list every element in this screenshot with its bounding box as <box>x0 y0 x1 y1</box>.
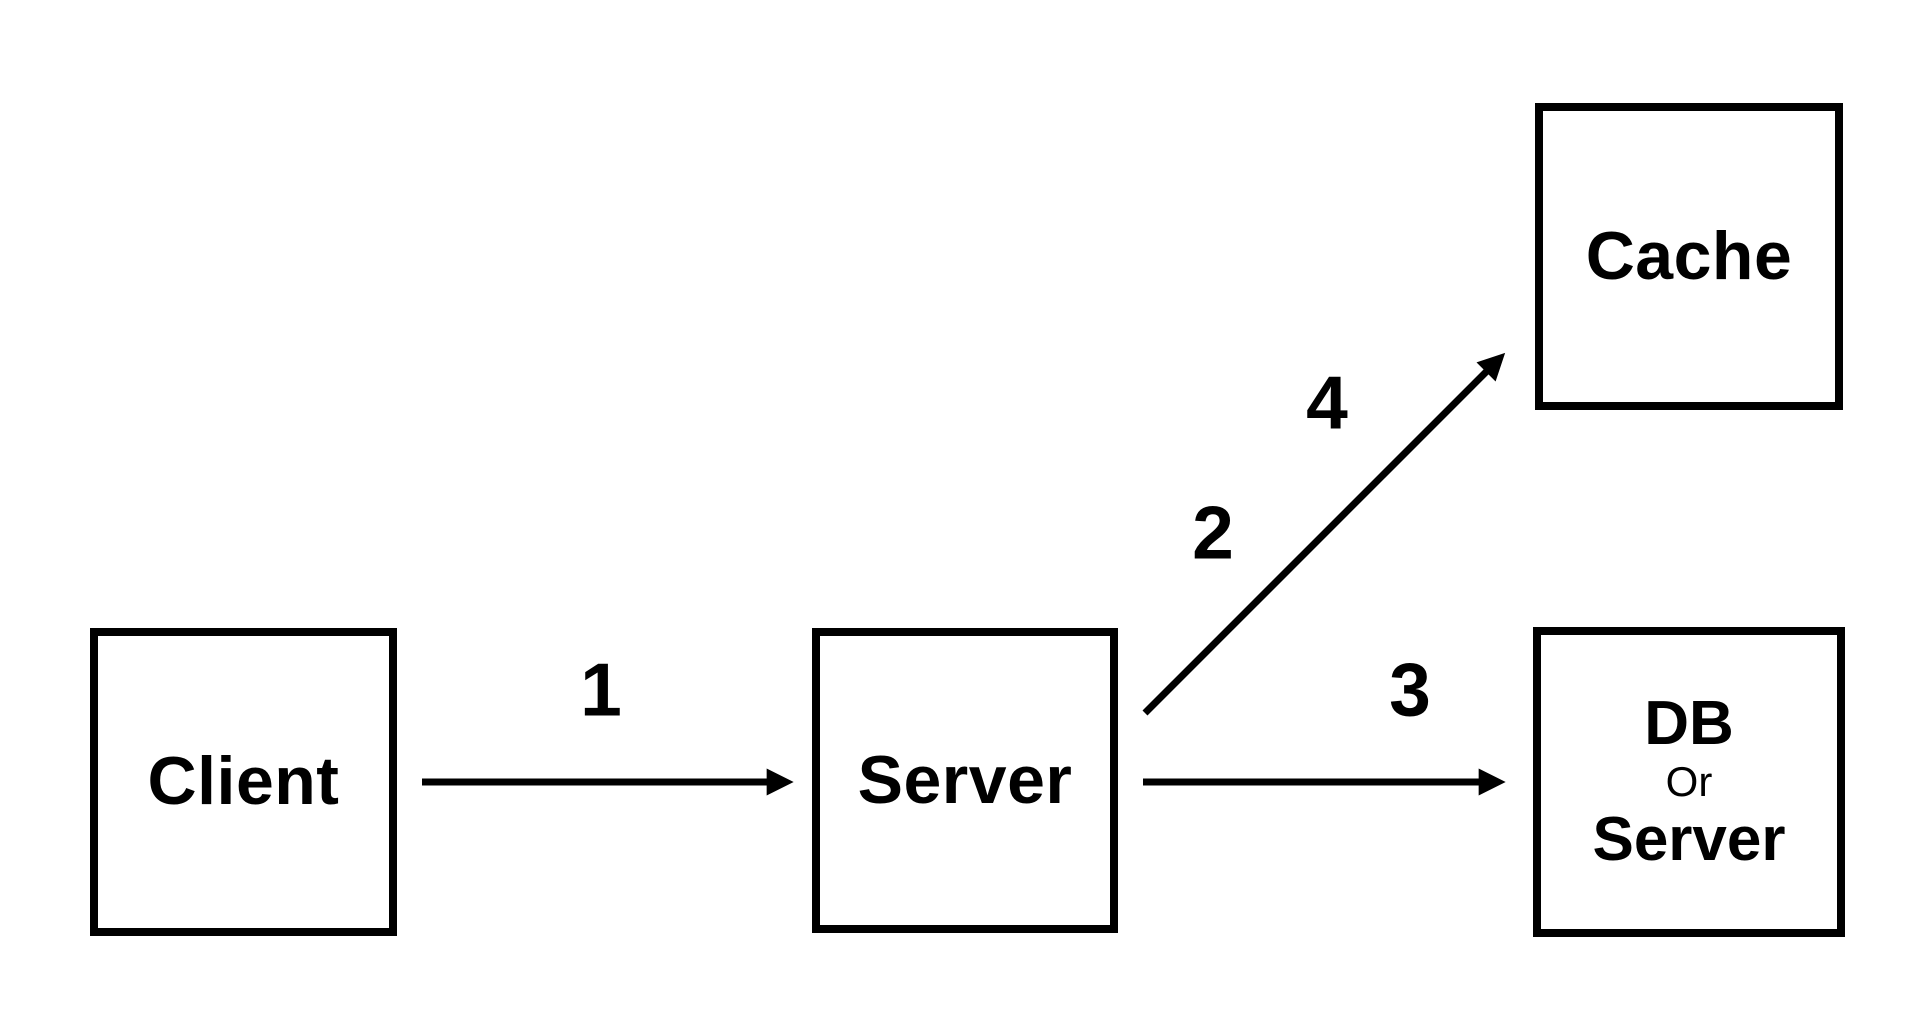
node-cache: Cache <box>1535 103 1843 410</box>
edge-label-step-4: 4 <box>1306 360 1348 445</box>
edge-label-step-2: 2 <box>1192 490 1234 575</box>
node-db-label-line2: Or <box>1665 757 1713 805</box>
node-db-label-line3: Server <box>1592 805 1786 875</box>
node-db-label-line1: DB <box>1644 688 1734 758</box>
edge-label-step-3: 3 <box>1389 647 1431 732</box>
node-server-label: Server <box>857 741 1073 818</box>
edge-server-to-cache-arrow <box>1142 352 1506 716</box>
node-client: Client <box>90 628 397 936</box>
node-client-label: Client <box>147 743 340 820</box>
node-cache-label: Cache <box>1585 217 1793 294</box>
edge-label-step-1: 1 <box>580 647 622 732</box>
node-server: Server <box>812 628 1118 933</box>
node-db-or-server: DB Or Server <box>1533 627 1845 937</box>
